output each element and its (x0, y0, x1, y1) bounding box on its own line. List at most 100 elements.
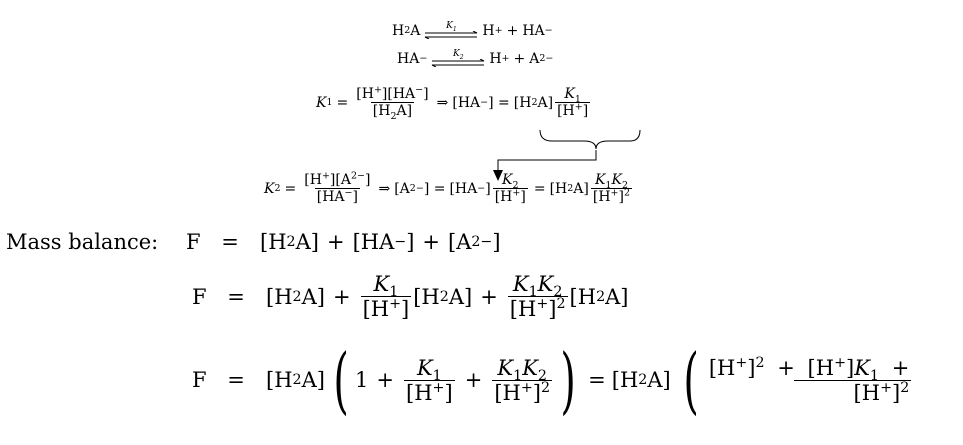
term: [H (611, 368, 639, 392)
num-part: K (522, 355, 538, 380)
num-part: [H (708, 355, 736, 380)
formal-concentration: F (192, 368, 207, 392)
term: [H (266, 284, 293, 309)
den-part: ] (401, 297, 410, 321)
right-paren: ) (560, 338, 576, 422)
num-part: K (512, 272, 529, 296)
k1-fraction: [H+][HA−] [H2A] (354, 84, 430, 122)
denominator: [H2A] (370, 102, 415, 122)
implies-arrow: ⇒ (378, 180, 391, 197)
denominator: [H+] (404, 379, 455, 405)
power: 2 (900, 379, 910, 396)
superscript: + (520, 379, 533, 396)
subscript: 1 (432, 367, 442, 384)
numerator: [H+]2 + [H+]K1 + (707, 354, 911, 382)
k1k2-over-h2-fraction: K1K2 [H+]2 (507, 272, 568, 321)
numerator: K2 (500, 172, 521, 191)
num-part: K (502, 172, 513, 188)
term-rest: A] (295, 230, 319, 254)
rhs-term: [A (394, 180, 410, 197)
subscript: 2 (390, 110, 397, 122)
equals-sign: = (227, 368, 245, 392)
num-part: K (854, 355, 870, 380)
den-part: [H (592, 189, 611, 205)
superscript: + (373, 84, 382, 96)
num-part: K (537, 272, 554, 296)
numerator: K1K2 (495, 355, 549, 383)
denominator: [HA−] (314, 187, 360, 205)
implies-arrow: ⇒ (436, 94, 449, 111)
k1-symbol: K (316, 94, 327, 111)
den-part: ] (444, 380, 453, 405)
denominator: [H+]2 (507, 296, 568, 321)
plus-sign: + (332, 284, 351, 309)
num-part: K (373, 272, 390, 296)
product-2: A (529, 50, 540, 67)
den-part: [H (406, 380, 433, 405)
superscript: + (389, 296, 402, 312)
one: 1 (355, 368, 369, 392)
k1-over-h-fraction: K1 [H+] (555, 86, 591, 119)
superscript: + (610, 187, 619, 199)
superscript: + (321, 170, 330, 182)
den-part: ] (520, 189, 526, 205)
num-part: ] (365, 172, 371, 188)
denominator: [H+]2 (492, 379, 553, 405)
plus-sign: + (376, 368, 395, 392)
num-part: K (416, 355, 433, 380)
superscript: + (880, 379, 893, 396)
combined-fraction: [H+]2 + [H+]K1 + [H+]2 (707, 354, 912, 405)
superscript: + (574, 101, 583, 113)
subscript: 2 (537, 367, 547, 384)
k-label: K2 (453, 50, 464, 61)
rhs-term: ] = (488, 94, 510, 111)
den-part: [H (557, 103, 575, 119)
left-paren: ( (683, 338, 699, 422)
num-part: ][HA (381, 86, 416, 102)
reactant-rest: A (410, 22, 421, 39)
denominator: [H+] (360, 296, 412, 321)
num-part: K (611, 172, 622, 188)
plus-sign: + (891, 355, 910, 380)
superscript: + (512, 187, 521, 199)
den-part: [H (372, 103, 391, 119)
num-part: ] (846, 355, 855, 380)
plus-sign: + (422, 230, 440, 254)
concentration-rest: A] (573, 180, 589, 197)
plus-sign: + (480, 284, 498, 309)
k2-symbol: K (264, 180, 275, 197)
power: 2 (540, 379, 551, 396)
formal-concentration: F (186, 230, 201, 254)
superscript: − (344, 187, 353, 199)
subscript: 1 (605, 179, 612, 191)
num-part: K (497, 355, 514, 380)
k1-over-h-fraction: K1 [H+] (404, 356, 455, 405)
subscript: 2 (512, 179, 519, 191)
subscript: 2 (621, 179, 628, 191)
denominator: [H+] (555, 101, 591, 119)
superscript: + (834, 354, 847, 371)
power: 2 (755, 354, 765, 371)
term-rest: ] (406, 230, 415, 254)
numerator: K1 (415, 355, 444, 383)
den-part: ] (532, 380, 541, 405)
equilibrium-arrow-icon (425, 31, 478, 39)
k-label: K1 (446, 22, 457, 33)
equilibrium-arrow: K1 (424, 22, 478, 39)
term: [H (260, 230, 287, 254)
plus-sign: + (513, 50, 526, 67)
equals-sign: = (227, 284, 245, 309)
num-part: ][A (329, 172, 351, 188)
term-rest: A] (301, 368, 325, 392)
formal-concentration: F (192, 284, 207, 309)
product: H (489, 50, 502, 67)
num-part: ] (423, 86, 429, 102)
den-part: [H (494, 189, 513, 205)
subscript: 1 (869, 367, 879, 384)
den-part: ] (548, 297, 557, 321)
